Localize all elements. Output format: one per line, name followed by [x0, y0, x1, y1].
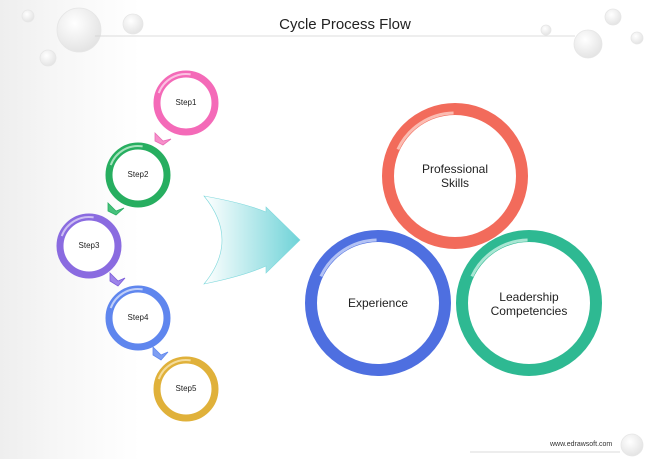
- chevron-down-icon: [107, 202, 125, 216]
- professional-skills-line1: Professional: [421, 162, 489, 176]
- bubble: [573, 29, 603, 59]
- step5-label: Step5: [175, 384, 197, 393]
- chevron-down-icon: [109, 272, 126, 287]
- bubble: [39, 49, 57, 67]
- page-title: Cycle Process Flow: [279, 16, 411, 33]
- bubble: [21, 9, 35, 23]
- professional-skills-label: Professional Skills: [400, 162, 510, 190]
- bubble: [620, 433, 644, 457]
- bubble: [540, 24, 552, 36]
- step1-ring-highlight: [156, 73, 216, 133]
- professional-skills-line2: Skills: [440, 176, 469, 190]
- leadership-ring: [456, 230, 602, 376]
- leadership-line1: Leadership: [499, 290, 559, 304]
- experience-label: Experience: [323, 296, 433, 310]
- step-rings: [56, 70, 219, 422]
- experience-ring-highlight: [313, 238, 443, 368]
- bubble: [630, 31, 644, 45]
- bubble: [122, 13, 144, 35]
- bubble: [56, 7, 102, 53]
- chevron-down-icon: [154, 132, 172, 146]
- bubble: [604, 8, 622, 26]
- leadership-line2: Competencies: [490, 304, 568, 318]
- arrow-right-icon: [203, 195, 301, 285]
- step2-label: Step2: [127, 170, 149, 179]
- leadership-label: Leadership Competencies: [474, 290, 584, 318]
- leadership-ring-highlight: [464, 238, 594, 368]
- step1-label: Step1: [175, 98, 197, 107]
- step3-label: Step3: [78, 241, 100, 250]
- step3-ring-highlight: [59, 216, 119, 276]
- competency-rings: [305, 103, 602, 376]
- step-connectors: [107, 132, 172, 361]
- professional-skills-ring-highlight: [390, 111, 520, 241]
- decorative-bubbles: [21, 7, 644, 457]
- experience-ring: [305, 230, 451, 376]
- chevron-down-icon: [152, 346, 169, 361]
- step4-ring-highlight: [108, 288, 168, 348]
- step2-ring-highlight: [108, 145, 168, 206]
- experience-line1: Experience: [347, 296, 409, 310]
- step5-ring-highlight: [156, 359, 216, 419]
- professional-skills-ring: [382, 103, 528, 249]
- step4-label: Step4: [127, 313, 149, 322]
- footer-website: www.edrawsoft.com: [550, 441, 613, 448]
